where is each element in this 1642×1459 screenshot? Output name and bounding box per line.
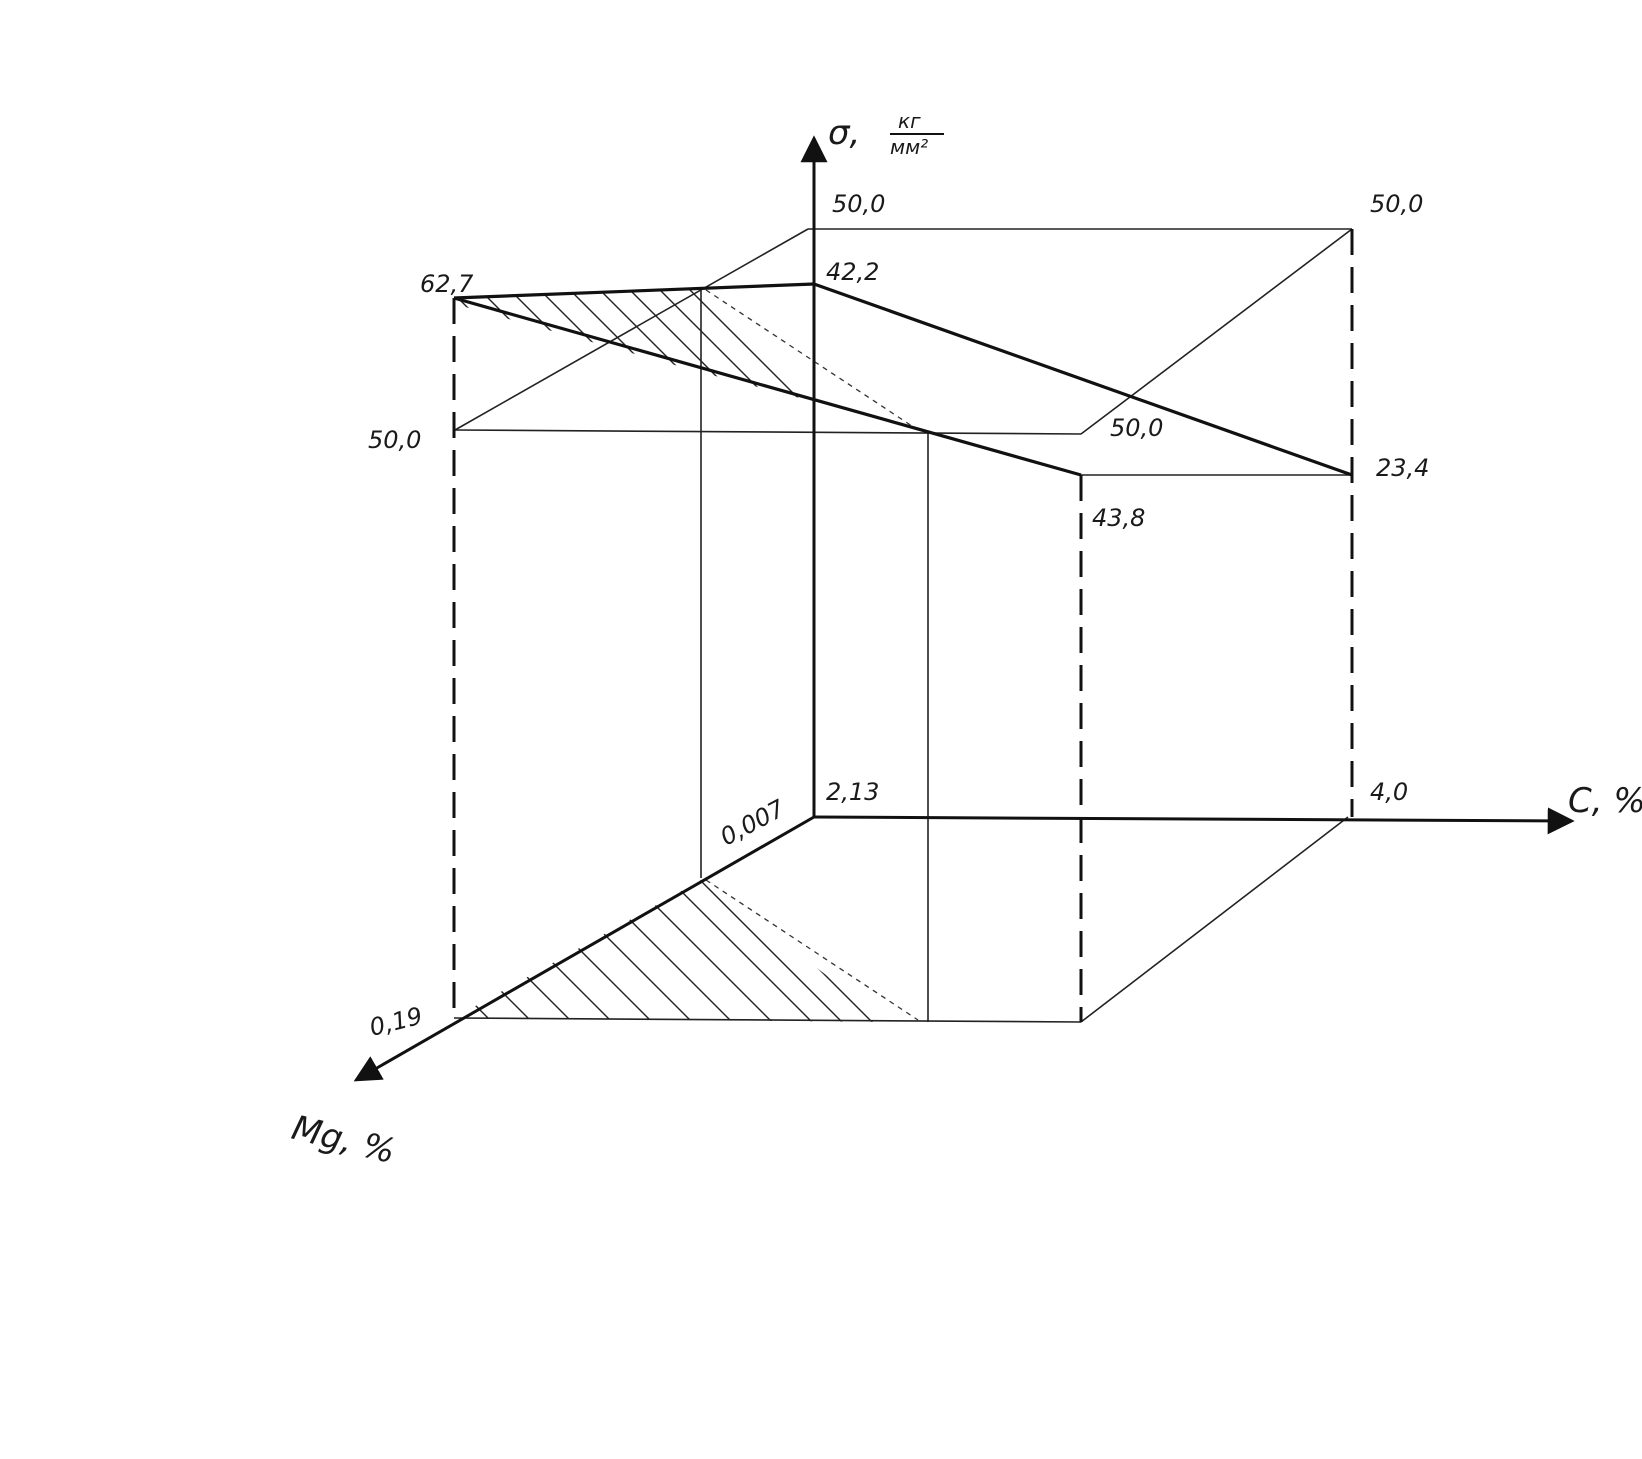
sigma-unit-numerator: кг [898, 109, 921, 133]
top-right-edge [1080, 228, 1353, 435]
dashed-verticals [452, 229, 1354, 1022]
label-mg-max: 0,19 [367, 1002, 426, 1042]
surface-edge-back [453, 282, 815, 300]
mg-axis [353, 815, 815, 1082]
surface-edge-right [813, 282, 1353, 477]
axes [353, 135, 1575, 1082]
shaded-region-bottom [454, 880, 888, 1022]
mg-axis-label: Mg, % [288, 1108, 399, 1172]
label-sigma-mid-right: 50,0 [1110, 414, 1163, 442]
response-surface [453, 282, 1353, 477]
top-left-edge [454, 228, 809, 431]
sigma-unit-denominator: мм² [890, 135, 928, 159]
sigma-axis-label: σ, кг мм² [828, 109, 944, 159]
label-sigma-back-right-low: 23,4 [1376, 454, 1429, 482]
label-sigma-front-left-base: 50,0 [368, 426, 421, 454]
label-sigma-front-left-top: 62,7 [420, 270, 474, 298]
label-sigma-back-left: 50,0 [832, 190, 885, 218]
bottom-front-edge [453, 1017, 1082, 1023]
box-edges [453, 228, 1353, 1023]
label-sigma-front-right: 43,8 [1092, 504, 1145, 532]
dotted-guides [705, 289, 919, 1021]
value-labels: 50,0 50,0 62,7 42,2 50,0 50,0 23,4 43,8 … [367, 190, 1430, 1042]
sigma-symbol: σ, [828, 113, 860, 153]
top-front-edge [454, 429, 1082, 435]
surface-edge-front [453, 296, 1082, 477]
label-sigma-origin-top: 42,2 [826, 258, 879, 286]
label-mg-min: 0,007 [716, 794, 790, 851]
label-sigma-back-right: 50,0 [1370, 190, 1423, 218]
label-c-max: 4,0 [1370, 778, 1408, 806]
bottom-right-edge [1080, 816, 1349, 1023]
c-axis-label: C, % [1568, 781, 1642, 821]
label-c-min: 2,13 [826, 778, 879, 806]
c-axis [813, 807, 1575, 835]
